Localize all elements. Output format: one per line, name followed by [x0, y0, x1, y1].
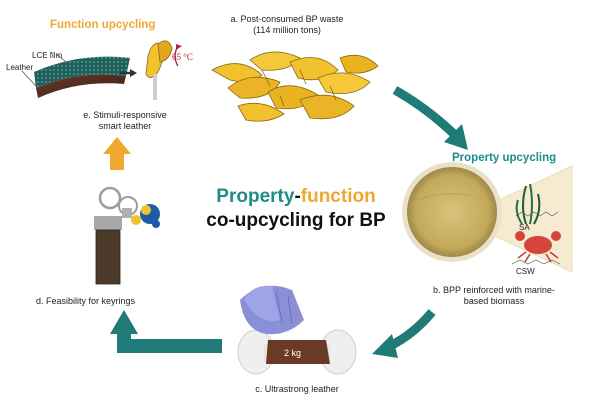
curled-leather-icon [145, 40, 182, 100]
center-title: Property-function co-upcycling for BP [196, 185, 396, 233]
csw-label: CSW [516, 267, 535, 276]
arrow-b-to-c [372, 309, 436, 358]
leather-label: Leather [6, 63, 34, 72]
stage-a-caption-line2: (114 million tons) [253, 25, 321, 35]
center-title-function: function [300, 186, 376, 207]
stage-e-caption-line2: smart leather [98, 121, 152, 131]
stage-b-caption-line2: based biomass [463, 296, 525, 306]
stage-a-caption-line1: a. Post-consumed BP waste [230, 14, 344, 24]
dumbbell-leather-image [237, 285, 357, 375]
lce-film-label: LCE film [32, 51, 63, 60]
arrow-c-to-d [110, 310, 222, 353]
keyring-image [94, 186, 160, 285]
center-title-property: Property [216, 186, 295, 207]
crab-icon [511, 231, 561, 265]
arrow-d-to-e [103, 137, 131, 170]
center-title-line2: co-upcycling for BP [206, 210, 386, 231]
weight-label: 2 kg [284, 348, 302, 358]
stage-e-caption-line1: e. Stimuli-responsive [83, 110, 167, 120]
stage-d-caption: d. Feasibility for keyrings [36, 296, 136, 306]
sa-label: SA [519, 223, 530, 232]
function-upcycling-heading: Function upcycling [50, 19, 156, 31]
center-title-dash: - [294, 186, 301, 207]
smart-leather-image [21, 53, 137, 98]
seaweed-icon [515, 183, 559, 225]
arrow-a-to-b [392, 86, 468, 150]
banana-peel-waste-image [211, 51, 379, 122]
stage-b-caption-line1: b. BPP reinforced with marine- [433, 285, 555, 295]
stage-c-caption: c. Ultrastrong leather [255, 384, 339, 394]
property-upcycling-heading: Property upcycling [452, 152, 557, 164]
temperature-label: 65 °C [172, 52, 193, 62]
